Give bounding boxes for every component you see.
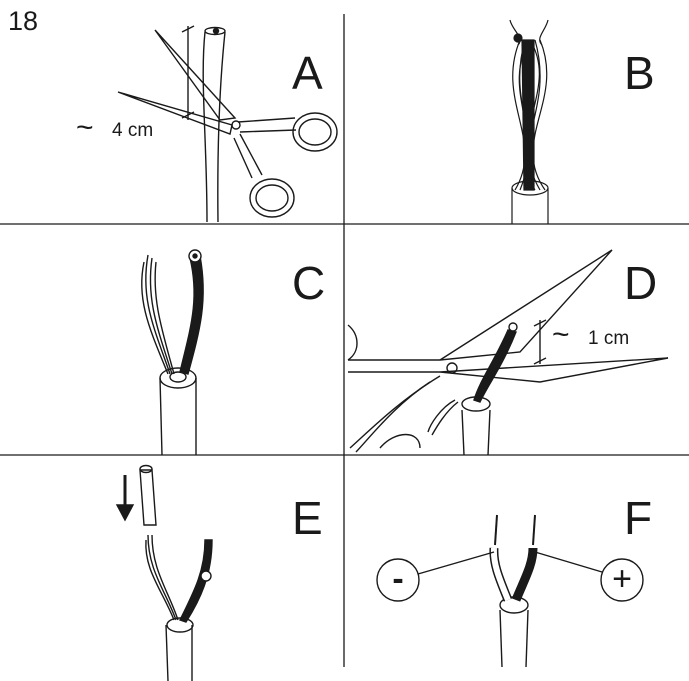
measure-d-label: 1 cm [588, 328, 629, 350]
cable-a-right [218, 32, 225, 222]
cable-c-core [180, 256, 203, 374]
panel-d-drawing [348, 250, 668, 455]
sleeve-tube [140, 470, 156, 525]
positive-leader [535, 552, 602, 572]
cable-a-left [203, 32, 207, 222]
grid-lines [0, 14, 689, 667]
panel-label-b: B [624, 50, 655, 96]
negative-symbol: - [377, 559, 419, 601]
scissors-d-upper-blade [440, 250, 612, 360]
positive-symbol: + [601, 559, 643, 601]
panel-b-drawing [510, 20, 548, 224]
measure-a-label: 4 cm [112, 120, 153, 142]
page-number: 18 [8, 6, 38, 37]
cable-c-sheath-end [160, 368, 196, 388]
scissors-d-lower-blade [440, 358, 668, 382]
cable-d-core [474, 330, 516, 402]
panel-label-f: F [624, 495, 652, 541]
tilde-a: ~ [76, 118, 94, 138]
tilde-d: ~ [552, 325, 570, 345]
panel-label-d: D [624, 260, 657, 306]
panel-label-e: E [292, 495, 323, 541]
panel-label-a: A [292, 50, 323, 96]
panel-c-drawing [142, 250, 204, 455]
negative-leader [418, 552, 494, 574]
cable-b-core [522, 40, 534, 190]
panel-label-c: C [292, 260, 325, 306]
panel-e-drawing [117, 466, 212, 681]
